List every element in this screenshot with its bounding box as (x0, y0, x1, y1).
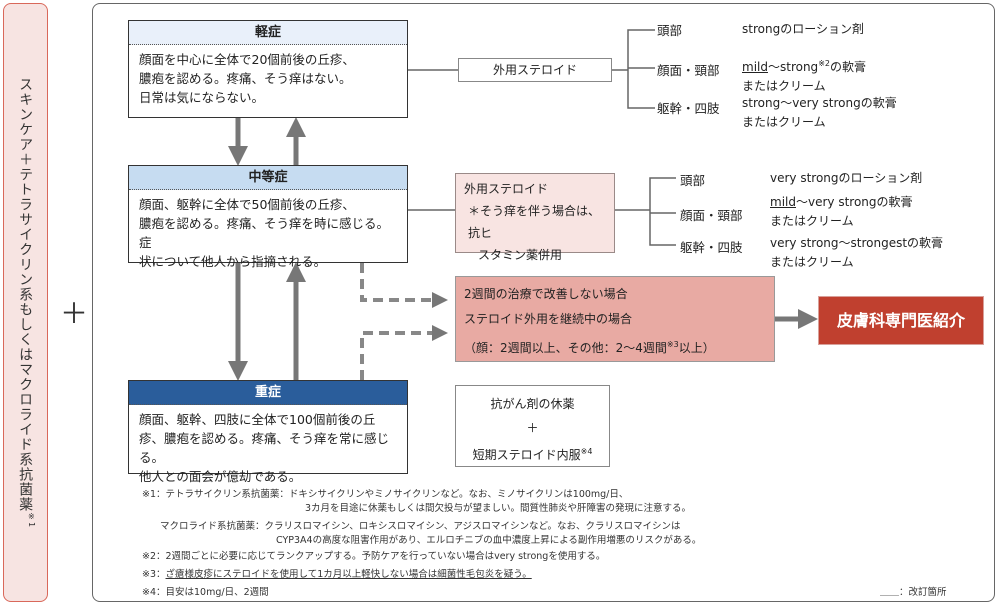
site-label: 顔面・頸部 (657, 63, 720, 78)
mild-title: 軽症 (129, 21, 407, 45)
footnote-ref: ※1 (26, 511, 36, 529)
treatment-line: 抗がん剤の休薬 (490, 397, 575, 411)
mild-desc-line: 膿疱を認める。疼痛、そう痒はない。 (139, 71, 352, 86)
moderate-desc-line: 膿疱を認める。疼痛、そう痒を時に感じる。症 (139, 216, 390, 250)
plus-sign: ＋ (60, 297, 89, 330)
moderate-treatment-box: 外用ステロイド ＊そう痒を伴う場合は、抗ヒスタミン薬併用 (455, 173, 615, 262)
severe-desc-line: 他人との面会が億劫である。 (139, 469, 302, 484)
base-therapy-box: スキンケア＋テトラサイクリン系もしくはマクロライド系抗菌薬※1 (3, 3, 48, 602)
condition-line: 2週間の治療で改善しない場合 (464, 287, 628, 301)
site-label: 顔面・頸部 (680, 208, 743, 223)
rx-text: strong～very strongの軟膏またはクリーム (742, 96, 897, 129)
mild-desc-line: 日常は気にならない。 (139, 90, 265, 105)
severe-desc-line: 疹、膿疱を認める。疼痛、そう痒を常に感じる。 (139, 431, 390, 465)
treatment-line: ＋ (526, 421, 539, 435)
moderate-desc-line: 顔面、躯幹に全体で50個前後の丘疹、 (139, 197, 355, 212)
site-label: 躯幹・四肢 (680, 240, 743, 255)
footnote-2: ※2：2週間ごとに必要に応じてランクアップする。予防ケアを行っていない場合はve… (142, 551, 606, 562)
rx-text: very strongのローション剤 (770, 171, 923, 185)
rx-text: mild～strong※2の軟膏またはクリーム (742, 59, 866, 93)
bracket-moderate (615, 177, 676, 246)
severe-treatment-box: 抗がん剤の休薬 ＋ 短期ステロイド内服※4 (455, 385, 610, 467)
treatment-line: 外用ステロイド (464, 182, 549, 196)
moderate-box: 中等症 顔面、躯幹に全体で50個前後の丘疹、膿疱を認める。疼痛、そう痒を時に感じ… (128, 165, 408, 269)
dashed-arrow-severe (360, 325, 448, 380)
dashed-arrow-moderate (360, 263, 448, 308)
footnote-1-macrolide-cont: CYP3A4の高度な阻害作用があり、エルロチニブの血中濃度上昇による副作用増悪の… (276, 535, 702, 546)
severe-title: 重症 (129, 381, 407, 405)
moderate-desc-line: 状について他人から指摘される。 (139, 254, 327, 269)
condition-line: ステロイド外用を継続中の場合 (464, 312, 633, 326)
treatment-line: 短期ステロイド内服※4 (472, 447, 593, 462)
condition-line: （顔：2週間以上、その他：2～4週間※3以上） (464, 340, 715, 355)
base-therapy-label: スキンケア＋テトラサイクリン系もしくはマクロライド系抗菌薬 (17, 76, 34, 512)
rx-text: strongのローション剤 (742, 22, 864, 36)
severe-desc-line: 顔面、躯幹、四肢に全体で100個前後の丘 (139, 412, 376, 427)
treatment-line: ＊そう痒を伴う場合は、抗ヒ (468, 204, 601, 240)
site-label: 躯幹・四肢 (657, 101, 720, 116)
no-improvement-box: 2週間の治療で改善しない場合 ステロイド外用を継続中の場合 （顔：2週間以上、そ… (455, 276, 775, 362)
footnote-1: ※1：テトラサイクリン系抗菌薬：ドキシサイクリンやミノサイクリンなど。なお、ミノ… (142, 489, 629, 500)
moderate-title: 中等症 (129, 166, 407, 190)
site-label: 頭部 (657, 23, 683, 38)
rx-text: mild～very strongの軟膏またはクリーム (770, 195, 913, 228)
mild-desc-line: 顔面を中心に全体で20個前後の丘疹、 (139, 52, 355, 67)
footnote-4: ※4：目安は10mg/日、2週間 (142, 587, 269, 598)
mild-treatment-box: 外用ステロイド (458, 58, 612, 82)
severity-panel (92, 3, 995, 602)
site-label: 頭部 (680, 173, 706, 188)
footnote-1-macrolide: マクロライド系抗菌薬：クラリスロマイシン、ロキシスロマイシン、アジスロマイシンな… (160, 521, 681, 532)
dermatologist-referral-box: 皮膚科専門医紹介 (818, 296, 984, 345)
rx-text: very strong～strongestの軟膏またはクリーム (770, 236, 944, 269)
mild-box: 軽症 顔面を中心に全体で20個前後の丘疹、膿疱を認める。疼痛、そう痒はない。日常… (128, 20, 408, 118)
treatment-line: スタミン薬併用 (478, 248, 563, 262)
bracket-mild (612, 29, 655, 109)
revision-legend: ＿＿：改訂箇所 (880, 587, 947, 598)
footnote-1-cont: 3カ月を目途に休薬もしくは間欠投与が望ましい。間質性肺炎や肝障害の発現に注意する… (305, 503, 692, 514)
severe-box: 重症 顔面、躯幹、四肢に全体で100個前後の丘疹、膿疱を認める。疼痛、そう痒を常… (128, 380, 408, 484)
footnote-3: ※3：ざ瘡様皮疹にステロイドを使用して1カ月以上軽快しない場合は細菌性毛包炎を疑… (142, 569, 532, 580)
